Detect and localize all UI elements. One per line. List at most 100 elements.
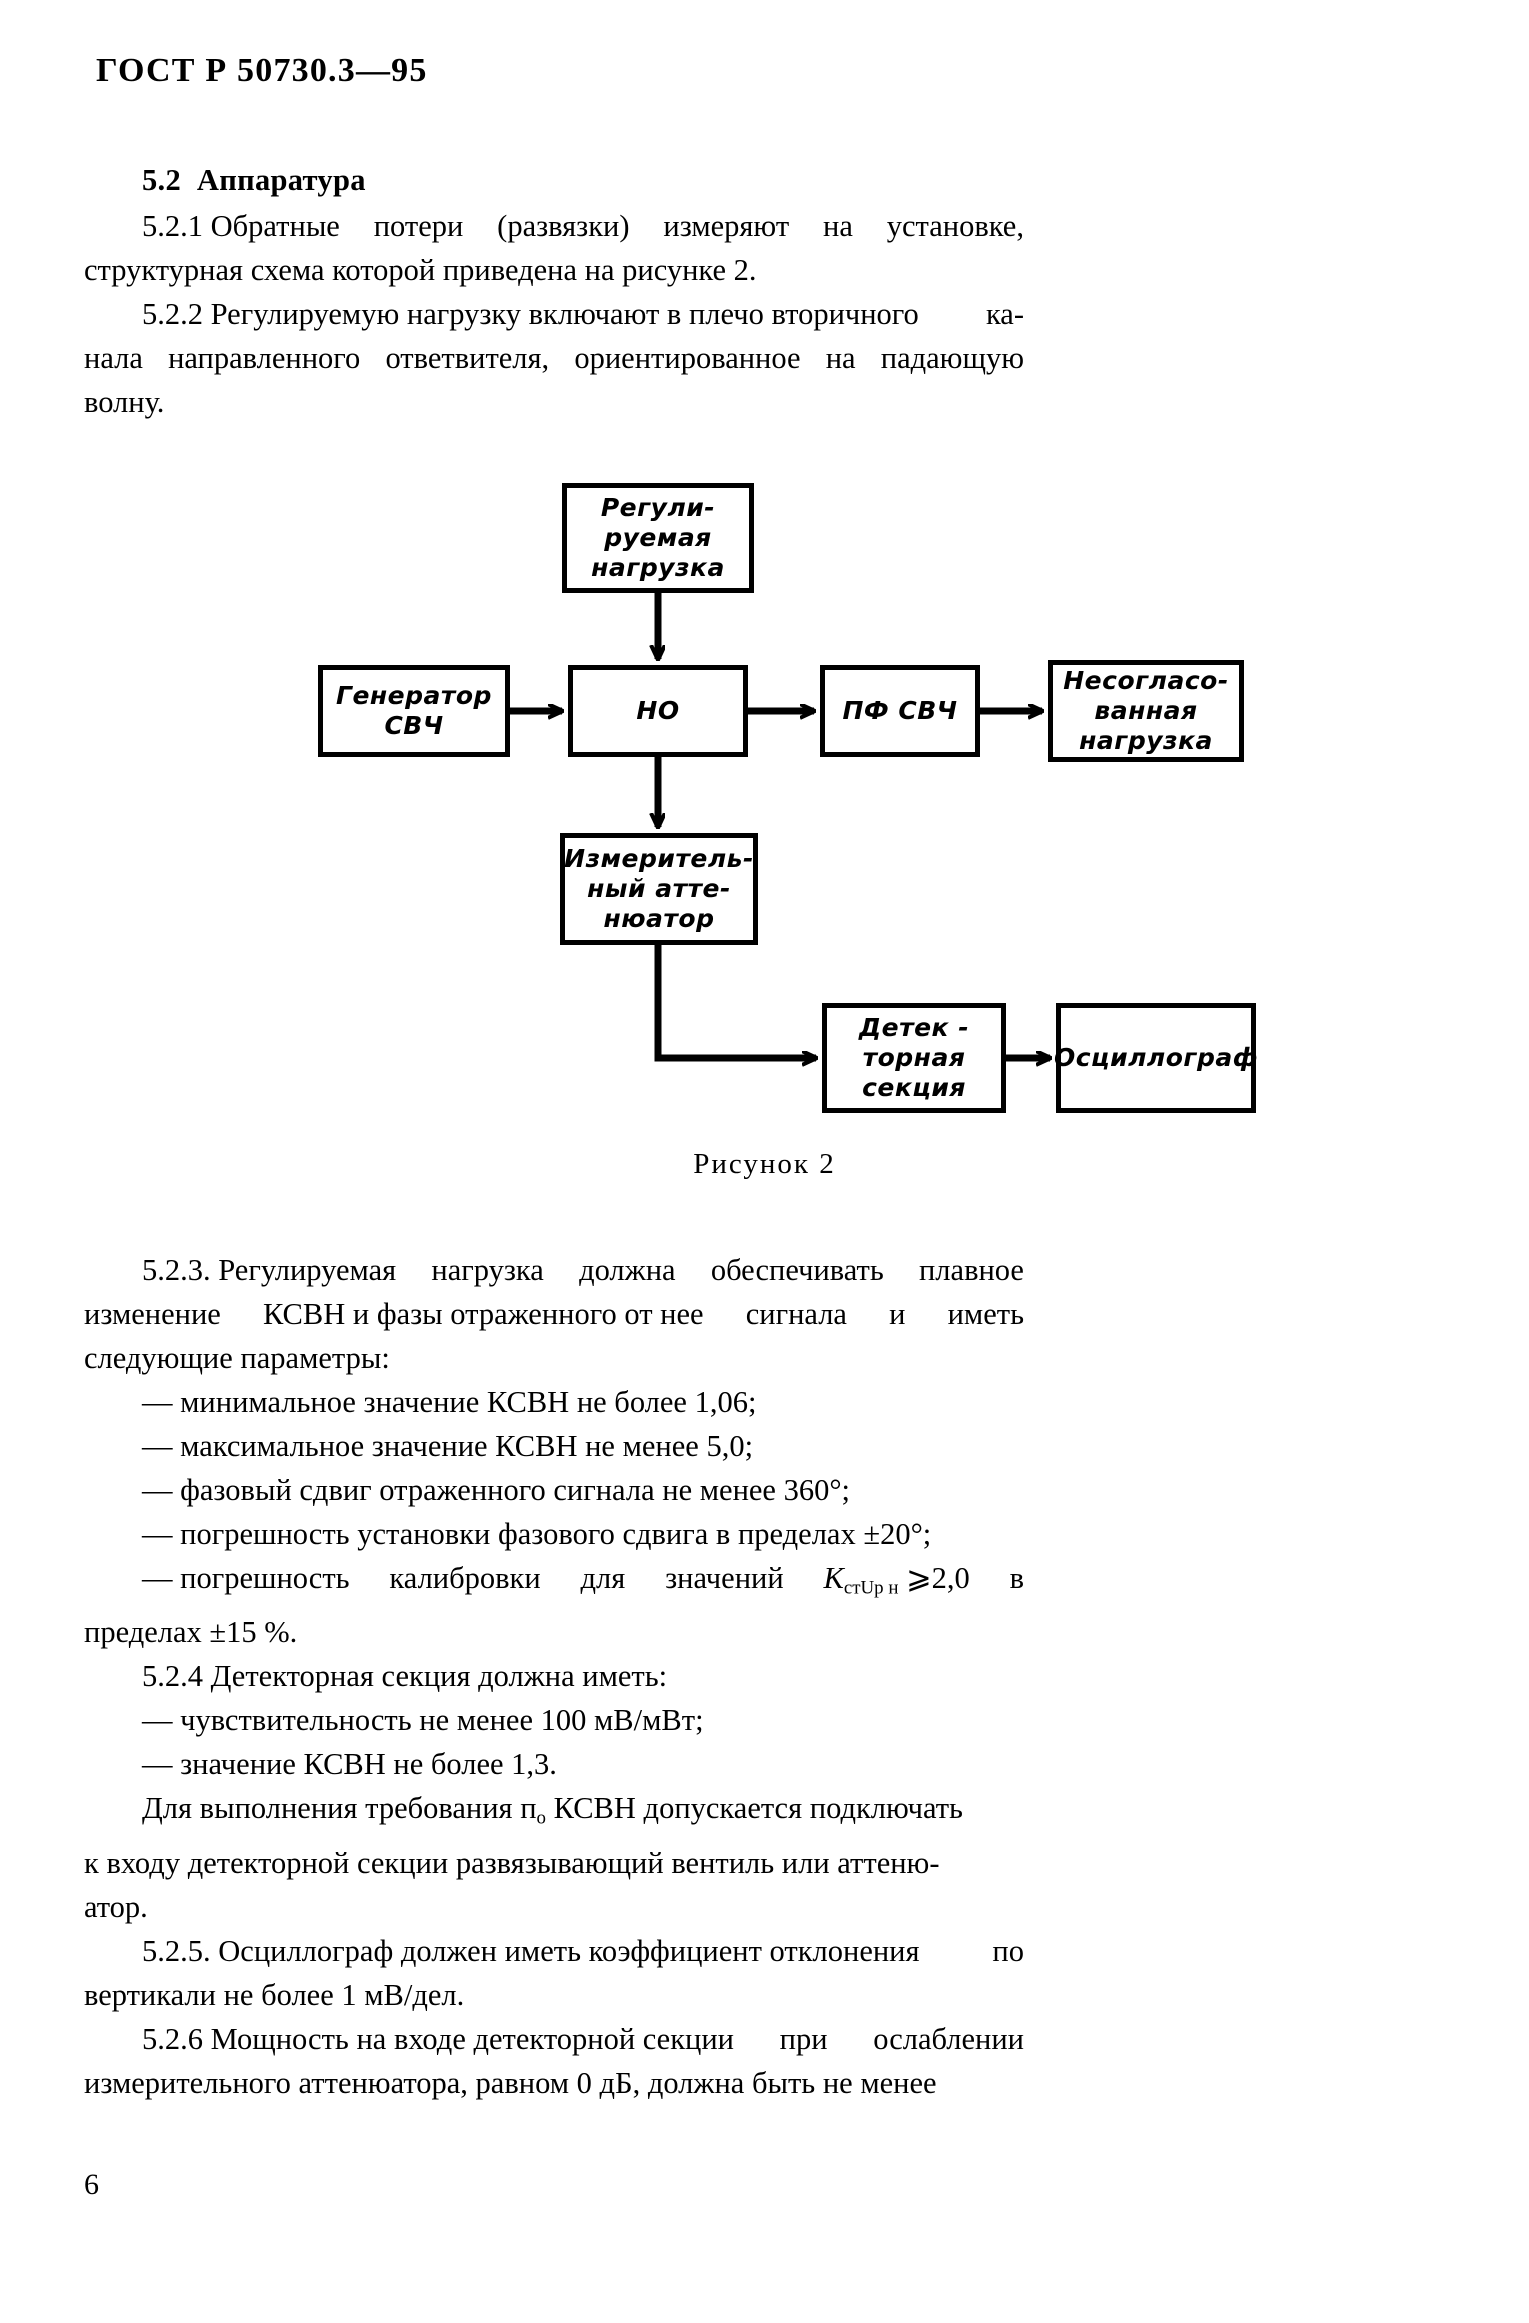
figure-caption: Рисунок 2 — [693, 1148, 836, 1180]
node-label-line: нюатор — [603, 904, 715, 933]
paragraph-line: измерительного аттенюатора, равном 0 дБ,… — [84, 2065, 937, 2100]
list-item-formula: — погрешность калибровки для значений Kс… — [84, 1556, 1024, 1610]
text-run: 5.2.6 Мощность на входе детекторной секц… — [142, 2021, 734, 2056]
paragraph-5-2-6: 5.2.6 Мощность на входе детекторной секц… — [84, 2017, 1024, 2105]
section-title: Аппаратура — [196, 163, 366, 197]
node-label-line: нагрузка — [1079, 726, 1213, 755]
diagram-node-mismatched-load: Несогласо- ванная нагрузка — [1048, 660, 1244, 762]
node-label-line: Регули- — [600, 493, 716, 522]
standard-header: ГОСТ Р 50730.3—95 — [96, 52, 428, 89]
diagram-node-measuring-attenuator: Измеритель- ный атте- нюатор — [560, 833, 758, 945]
node-label-line: ПФ СВЧ — [842, 696, 958, 725]
section-number: 5.2 — [142, 163, 182, 197]
paragraph-line: пределах ±15 %. — [84, 1615, 298, 1650]
text-run: установке, — [886, 209, 1024, 243]
paragraph-line: структурная схема которой приведена на р… — [84, 253, 757, 287]
text-run: (развязки) — [497, 209, 630, 243]
formula-relation: ⩾2,0 — [906, 1561, 970, 1595]
node-label-line: Измеритель- — [564, 844, 754, 873]
text-run: направленного — [168, 341, 361, 375]
paragraph-line: атор. — [84, 1889, 148, 1924]
node-label-line: руемая — [604, 523, 712, 552]
diagram-node-oscilloscope: Осциллограф — [1053, 1003, 1259, 1113]
text-run: по — [992, 1933, 1024, 1968]
paragraph-line: к входу детекторной секции развязывающий… — [84, 1845, 940, 1880]
text-run: ответвителя, — [385, 341, 550, 375]
paragraph-5-2-3: 5.2.3. Регулируемая нагрузка должна обес… — [84, 1248, 1024, 1380]
list-item: — минимальное значение КСВН не более 1,0… — [142, 1385, 757, 1419]
text-run: ориентированное — [574, 341, 801, 375]
text-run: измеряют — [663, 209, 790, 243]
paragraph-ksvn-note: Для выполнения требования по КСВН допуск… — [84, 1786, 1024, 1928]
list-item: — чувствительность не менее 100 мВ/мВт; — [142, 1703, 704, 1738]
node-label-line: секция — [862, 1073, 966, 1102]
formula-subscript: стUр н — [843, 1577, 899, 1599]
paragraph-line: 5.2.2 Регулируемую нагрузку включают в п… — [84, 292, 1024, 336]
paragraph-5-2-5: 5.2.5. Осциллограф должен иметь коэффици… — [84, 1929, 1024, 2017]
section-heading: 5.2 Аппаратура — [84, 158, 1024, 202]
diagram-node-directional-coupler: НО — [568, 665, 748, 757]
text-run: потери — [373, 209, 464, 243]
paragraph-line: 5.2.1 Обратные потери (развязки) измеряю… — [84, 204, 1024, 248]
paragraph-5-2-1: 5.2.1 Обратные потери (развязки) измеряю… — [84, 204, 1024, 292]
node-label-line: НО — [636, 696, 680, 725]
text-run: для — [580, 1561, 626, 1595]
text-run: должна — [579, 1253, 676, 1287]
diagram-node-microwave-generator: Генератор СВЧ — [318, 665, 510, 757]
text-run: в — [1009, 1561, 1024, 1595]
list-item: — фазовый сдвиг отраженного сигнала не м… — [142, 1473, 851, 1507]
list-item: — максимальное значение КСВН не менее 5,… — [142, 1429, 754, 1463]
paragraph-line: следующие параметры: — [84, 1341, 390, 1375]
node-label-line: ванная — [1094, 696, 1198, 725]
body-text-lower: 5.2.3. Регулируемая нагрузка должна обес… — [84, 1248, 1024, 2105]
text-run: 5.2.3. Регулируемая — [142, 1253, 397, 1287]
diagram-node-detector-section: Детек - торная секция — [822, 1003, 1006, 1113]
list-item: — погрешность установки фазового сдвига … — [142, 1517, 932, 1551]
diagram-node-bandpass-filter: ПФ СВЧ — [820, 665, 980, 757]
figure-2-block-diagram: Регули- руемая нагрузка Генератор СВЧ НО… — [0, 455, 1529, 1215]
page-number: 6 — [84, 2168, 99, 2201]
paragraph-line: 5.2.3. Регулируемая нагрузка должна обес… — [84, 1248, 1024, 1292]
text-subscript: о — [536, 1807, 546, 1829]
paragraph-line: изменение КСВН и фазы отраженного от нее… — [84, 1292, 1024, 1336]
text-run: 5.2.2 Регулируемую нагрузку включают в п… — [142, 297, 919, 331]
text-run: Для выполнения требования п — [142, 1791, 537, 1826]
text-run: — погрешность — [142, 1561, 350, 1595]
diagram-connectors — [510, 593, 1529, 1215]
text-run: ослаблении — [873, 2021, 1024, 2056]
text-run: на — [823, 209, 853, 243]
formula-symbol: K — [823, 1561, 844, 1595]
paragraph-line: 5.2.5. Осциллограф должен иметь коэффици… — [84, 1929, 1024, 1973]
text-run: нагрузка — [431, 1253, 544, 1287]
text-run: нала — [84, 341, 143, 375]
text-run: изменение — [84, 1297, 221, 1331]
text-run: сигнала — [745, 1297, 847, 1331]
node-label-line: Детек - — [858, 1013, 970, 1042]
node-label-line: Осциллограф — [1053, 1043, 1259, 1072]
formula-kstu: KстUр н ⩾2,0 — [823, 1556, 969, 1610]
paragraph-line: 5.2.6 Мощность на входе детекторной секц… — [84, 2017, 1024, 2061]
text-run: значений — [665, 1561, 784, 1595]
paragraph-line: вертикали не более 1 мВ/дел. — [84, 1977, 465, 2012]
text-run: на — [825, 341, 856, 375]
node-label-line: СВЧ — [384, 711, 444, 740]
node-label-line: ный атте- — [587, 874, 731, 903]
text-run: при — [779, 2021, 828, 2056]
paragraph-5-2-2: 5.2.2 Регулируемую нагрузку включают в п… — [84, 292, 1024, 424]
text-run: калибровки — [389, 1561, 541, 1595]
text-run: и — [889, 1297, 906, 1331]
diagram-node-adjustable-load: Регули- руемая нагрузка — [562, 483, 754, 593]
node-label-line: Несогласо- — [1063, 666, 1229, 695]
node-label-line: нагрузка — [591, 553, 725, 582]
node-label-line: Генератор — [336, 681, 492, 710]
text-run: падающую — [880, 341, 1024, 375]
paragraph-line: нала направленного ответвителя, ориентир… — [84, 336, 1024, 380]
list-5-2-3-parameters: — минимальное значение КСВН не более 1,0… — [84, 1380, 1024, 1654]
text-run: плавное — [918, 1253, 1024, 1287]
body-text-upper: 5.2 Аппаратура 5.2.1 Обратные потери (ра… — [84, 158, 1024, 424]
text-run: 5.2.1 Обратные — [142, 209, 340, 243]
text-run: иметь — [947, 1297, 1024, 1331]
paragraph-line: 5.2.4 Детекторная секция должна иметь: — [142, 1659, 668, 1694]
text-run: 5.2.5. Осциллограф должен иметь коэффици… — [142, 1933, 920, 1968]
